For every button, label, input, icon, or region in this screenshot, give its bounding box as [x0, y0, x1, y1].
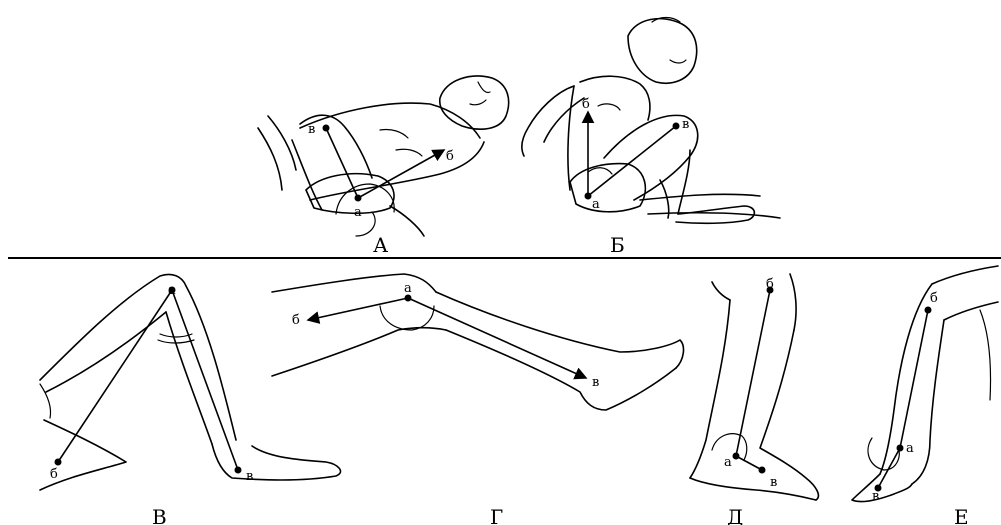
panel-v-point-v: в	[246, 469, 253, 484]
panel-e-point-b: б	[930, 291, 938, 306]
panel-d-point-b: б	[766, 277, 774, 292]
panel-v-label: В	[152, 505, 167, 525]
panel-v-point-a: а	[168, 283, 176, 298]
panel-b-point-v: в	[682, 117, 689, 132]
panel-g: а б в Г	[272, 274, 683, 525]
panel-g-figure	[272, 274, 683, 410]
panel-b-label: Б	[610, 233, 625, 257]
panel-b: б в а Б	[522, 18, 780, 258]
panel-d: б а в Д	[690, 274, 818, 525]
panel-g-point-b: б	[292, 313, 300, 328]
panel-a-point-v: в	[308, 122, 315, 137]
panel-a-figure	[258, 76, 509, 236]
panel-e-point-v: в	[872, 489, 879, 504]
panel-e-figure	[852, 266, 998, 502]
panel-e: б а в Е	[852, 266, 998, 525]
panel-b-figure	[522, 18, 780, 224]
panel-d-point-v: в	[770, 475, 777, 490]
panel-a: в б а А	[258, 76, 509, 257]
panel-g-point-v: в	[592, 375, 599, 390]
panel-v-figure	[40, 274, 341, 490]
panel-b-point-a: а	[592, 197, 600, 212]
panel-v-point-b: б	[50, 467, 58, 482]
panel-a-point-a: а	[354, 205, 362, 220]
panel-d-label: Д	[727, 505, 743, 525]
panel-a-point-b: б	[446, 149, 454, 164]
panel-g-point-a: а	[404, 281, 412, 296]
panel-a-label: А	[373, 233, 388, 257]
panel-d-point-a: а	[724, 455, 732, 470]
panel-b-point-b: б	[582, 97, 590, 112]
panel-e-label: Е	[954, 505, 969, 525]
panel-g-label: Г	[490, 505, 503, 525]
panel-e-point-a: а	[906, 441, 914, 456]
